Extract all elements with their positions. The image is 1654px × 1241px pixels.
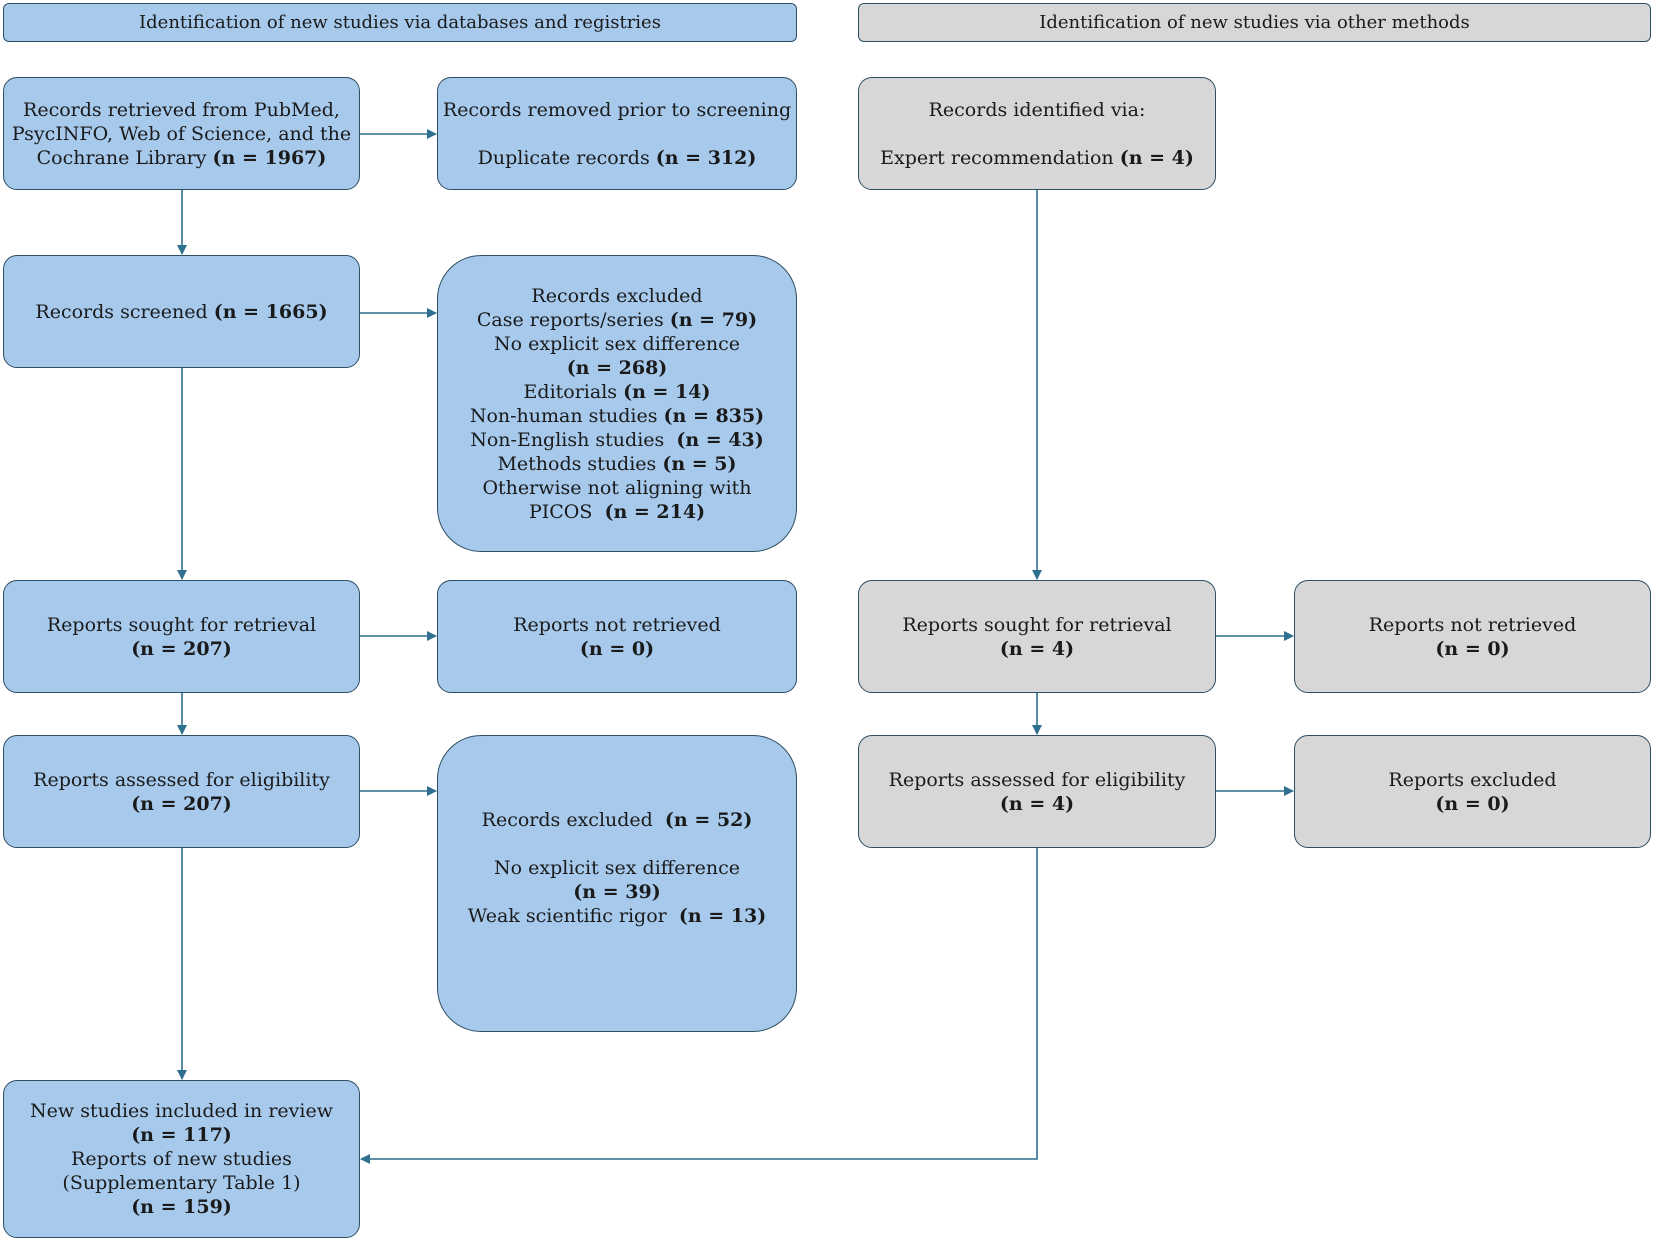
picos-count: (n = 214): [604, 500, 706, 523]
other-reports-sought-box: Reports sought for retrieval (n = 4): [858, 580, 1216, 693]
reports-new-studies-count: (n = 159): [131, 1196, 232, 1218]
case-reports-line: Case reports/series (n = 79): [477, 308, 757, 332]
editorials-line: Editorials (n = 14): [524, 380, 711, 404]
reports-assessed-box: Reports assessed for eligibility (n = 20…: [3, 735, 360, 848]
records-retrieved-count: (n = 1967): [212, 146, 327, 169]
other-reports-not-retrieved-count: (n = 0): [1435, 637, 1510, 660]
expert-recommendation-line: Expert recommendation (n = 4): [880, 146, 1194, 170]
excluded-eligibility-title: Records excluded: [481, 809, 653, 831]
eligibility-no-sex-difference-label: No explicit sex difference: [494, 857, 740, 879]
header-other-methods-label: Identification of new studies via other …: [1039, 11, 1470, 33]
non-human-label: Non-human studies: [469, 404, 658, 427]
non-english-count: (n = 43): [676, 428, 764, 451]
header-other-methods: Identification of new studies via other …: [858, 3, 1651, 42]
reports-new-studies-label: Reports of new studies: [71, 1148, 292, 1170]
methods-count: (n = 5): [662, 452, 737, 475]
case-reports-label: Case reports/series: [476, 308, 664, 331]
other-reports-excluded-count: (n = 0): [1435, 792, 1510, 815]
excluded-eligibility-count: (n = 52): [664, 809, 753, 831]
weak-rigor-label: Weak scientific rigor: [467, 905, 667, 927]
records-retrieved-line1: Records retrieved from PubMed,: [23, 98, 340, 121]
reports-not-retrieved-count: (n = 0): [579, 637, 655, 660]
other-reports-not-retrieved-box: Reports not retrieved (n = 0): [1294, 580, 1651, 693]
records-retrieved-line2: PsycINFO, Web of Science, and the: [11, 122, 352, 145]
records-screened-count: (n = 1665): [213, 300, 328, 323]
duplicate-records-count: (n = 312): [655, 146, 757, 169]
expert-recommendation-count: (n = 4): [1119, 146, 1194, 169]
other-reports-assessed-label: Reports assessed for eligibility: [888, 768, 1186, 791]
records-retrieved-line3: Cochrane Library (n = 1967): [37, 146, 327, 170]
excluded-eligibility-title-line: Records excluded (n = 52): [482, 808, 753, 832]
weak-rigor-count: (n = 13): [678, 905, 767, 927]
case-reports-count: (n = 79): [669, 308, 758, 331]
weak-rigor-line: Weak scientific rigor (n = 13): [468, 904, 766, 928]
non-english-label: Non-English studies: [470, 428, 665, 451]
records-identified-other-box: Records identified via: Expert recommend…: [858, 77, 1216, 190]
editorials-count: (n = 14): [623, 380, 711, 403]
non-english-line: Non-English studies (n = 43): [470, 428, 764, 452]
picos-line: PICOS (n = 214): [529, 500, 705, 524]
records-excluded-eligibility-box: Records excluded (n = 52) No explicit se…: [437, 735, 797, 1032]
studies-included-label: New studies included in review: [30, 1100, 333, 1122]
no-sex-difference-label: No explicit sex difference: [494, 332, 740, 355]
reports-sought-count: (n = 207): [131, 637, 232, 660]
studies-included-count: (n = 117): [131, 1124, 232, 1146]
reports-assessed-label: Reports assessed for eligibility: [33, 768, 330, 791]
expert-recommendation-label: Expert recommendation: [880, 146, 1114, 169]
no-sex-difference-count: (n = 268): [566, 356, 668, 379]
reports-assessed-count: (n = 207): [131, 792, 232, 815]
header-databases-label: Identification of new studies via databa…: [139, 11, 661, 33]
otherwise-not-aligning-label: Otherwise not aligning with: [482, 476, 752, 499]
records-excluded-box: Records excluded Case reports/series (n …: [437, 255, 797, 552]
duplicate-records-line: Duplicate records (n = 312): [478, 146, 757, 170]
duplicate-records-label: Duplicate records: [477, 146, 650, 169]
other-reports-assessed-count: (n = 4): [999, 792, 1075, 815]
non-human-count: (n = 835): [663, 404, 765, 427]
studies-included-box: New studies included in review (n = 117)…: [3, 1080, 360, 1238]
reports-sought-label: Reports sought for retrieval: [46, 613, 317, 636]
records-identified-label: Records identified via:: [928, 98, 1146, 121]
records-screened-line: Records screened (n = 1665): [35, 300, 327, 324]
editorials-label: Editorials: [523, 380, 618, 403]
records-screened-box: Records screened (n = 1665): [3, 255, 360, 368]
other-reports-sought-label: Reports sought for retrieval: [902, 613, 1172, 636]
reports-not-retrieved-label: Reports not retrieved: [513, 613, 721, 636]
records-excluded-title: Records excluded: [531, 284, 703, 307]
eligibility-no-sex-difference-count: (n = 39): [573, 881, 661, 903]
header-databases: Identification of new studies via databa…: [3, 3, 797, 42]
reports-not-retrieved-box: Reports not retrieved (n = 0): [437, 580, 797, 693]
non-human-line: Non-human studies (n = 835): [470, 404, 764, 428]
methods-line: Methods studies (n = 5): [497, 452, 736, 476]
other-reports-excluded-label: Reports excluded: [1388, 768, 1557, 791]
records-removed-title: Records removed prior to screening: [442, 98, 792, 121]
reports-sought-box: Reports sought for retrieval (n = 207): [3, 580, 360, 693]
other-reports-assessed-box: Reports assessed for eligibility (n = 4): [858, 735, 1216, 848]
supplementary-table-label: (Supplementary Table 1): [62, 1172, 301, 1194]
picos-label: PICOS: [528, 500, 593, 523]
methods-label: Methods studies: [497, 452, 657, 475]
records-retrieved-source: Cochrane Library: [36, 146, 207, 169]
records-removed-box: Records removed prior to screening Dupli…: [437, 77, 797, 190]
records-retrieved-box: Records retrieved from PubMed, PsycINFO,…: [3, 77, 360, 190]
arrow-other-assessed-to-included: [360, 848, 1038, 1164]
other-reports-excluded-box: Reports excluded (n = 0): [1294, 735, 1651, 848]
other-reports-sought-count: (n = 4): [999, 637, 1075, 660]
records-screened-label: Records screened: [35, 300, 208, 323]
other-reports-not-retrieved-label: Reports not retrieved: [1368, 613, 1577, 636]
